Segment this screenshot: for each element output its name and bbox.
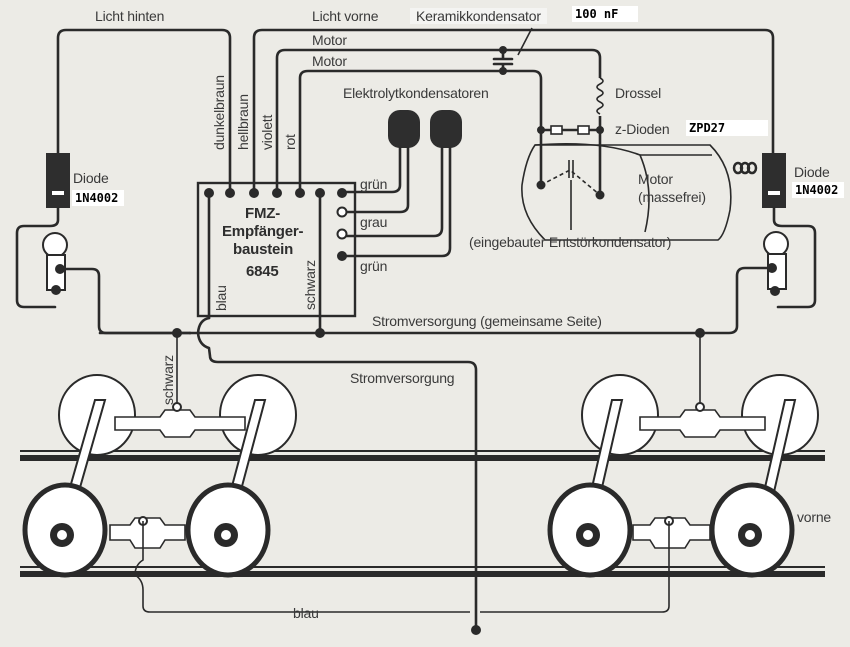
right-diode-lamp <box>698 153 817 335</box>
rail-lower <box>20 571 825 577</box>
module-line2: Empfänger- <box>222 223 304 240</box>
motor-body <box>521 142 758 241</box>
label-vorne: vorne <box>797 509 832 525</box>
zener-diodes <box>537 125 604 135</box>
label-wire-schwarz-module: schwarz <box>302 260 318 310</box>
module-line1: FMZ- <box>245 205 281 222</box>
label-wire-blau-module: blau <box>213 285 229 311</box>
wire-licht-hinten <box>56 28 232 192</box>
right-bogie <box>480 333 819 613</box>
label-wire-violett: violett <box>259 114 275 150</box>
label-elektrolytkondensatoren: Elektrolytkondensatoren <box>343 85 489 101</box>
rail-upper <box>20 455 825 461</box>
label-keramikkondensator: Keramikkondensator <box>410 8 547 24</box>
label-motor-2: Motor <box>312 53 347 69</box>
overlay-diode-right-part: 1N4002 <box>792 182 844 198</box>
label-wire-schwarz-bogie: schwarz <box>160 355 176 405</box>
label-motor-1: Motor <box>312 32 347 48</box>
ceramic-capacitor <box>492 27 533 75</box>
label-wire-gruen-1: grün <box>360 176 388 192</box>
rail-upper-edge <box>20 450 825 452</box>
label-wire-blau-bottom: blau <box>293 605 319 621</box>
overlay-diode-left-part: 1N4002 <box>72 190 124 206</box>
module-line3: baustein <box>233 241 294 258</box>
overlay-capacitor-value: 100 nF <box>572 6 638 22</box>
worm-gear <box>732 161 758 175</box>
label-wire-dunkelbraun: dunkelbraun <box>211 75 227 150</box>
label-diode-left: Diode <box>73 170 109 186</box>
label-drossel: Drossel <box>615 85 662 101</box>
wire-licht-vorne <box>252 28 775 192</box>
overlay-zener-part: ZPD27 <box>686 120 768 136</box>
drossel-coil <box>596 77 604 116</box>
wire-motor-1 <box>275 48 602 197</box>
label-motor-name: Motor <box>638 171 673 187</box>
label-entstoerkondensator: (eingebauter Entstörkondensator) <box>469 234 672 250</box>
track-rails <box>20 450 825 577</box>
label-z-dioden: z-Dioden <box>615 121 670 137</box>
label-wire-gruen-2: grün <box>360 258 388 274</box>
label-wire-grau: grau <box>360 214 388 230</box>
label-licht-hinten: Licht hinten <box>95 8 165 24</box>
label-wire-hellbraun: hellbraun <box>235 94 251 150</box>
fmz-module-box <box>196 181 357 335</box>
common-supply-wire <box>98 328 705 338</box>
wire-motor-2 <box>298 69 543 192</box>
label-wire-rot: rot <box>282 134 298 150</box>
label-stromversorgung: Stromversorgung <box>350 370 455 386</box>
label-motor-massefrei: (massefrei) <box>638 189 706 205</box>
label-licht-vorne: Licht vorne <box>312 8 379 24</box>
electrolytic-capacitors <box>343 110 462 258</box>
rail-lower-edge <box>20 566 825 568</box>
label-diode-right: Diode <box>794 164 830 180</box>
left-bogie <box>22 333 470 613</box>
module-number: 6845 <box>246 263 279 280</box>
label-stromversorgung-gemeinsam: Stromversorgung (gemeinsame Seite) <box>372 313 602 329</box>
wire-stromversorgung <box>196 316 478 632</box>
